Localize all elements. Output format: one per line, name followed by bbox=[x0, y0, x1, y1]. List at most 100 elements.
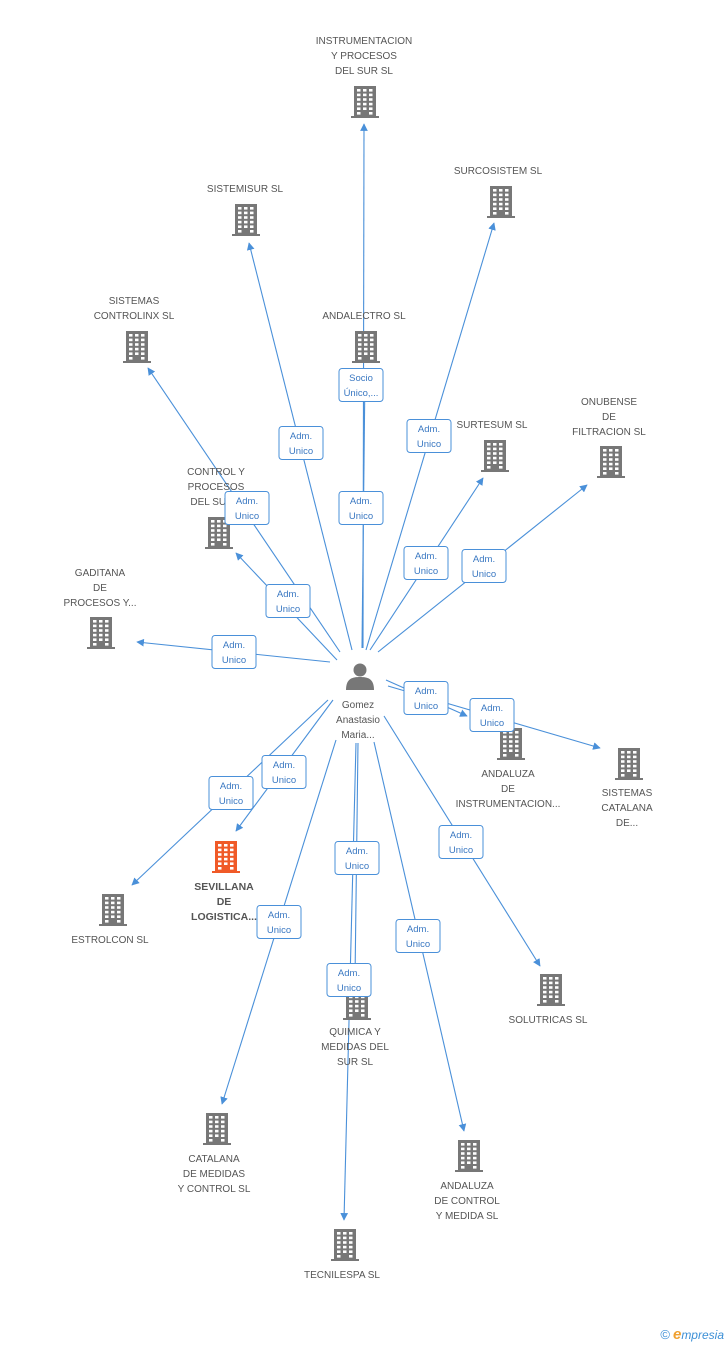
building-window bbox=[555, 981, 559, 985]
building-base bbox=[205, 547, 233, 549]
edge-label-instrumentacion-procesos-sur[interactable]: Adm.Unico bbox=[338, 491, 384, 525]
building-icon[interactable] bbox=[487, 186, 515, 218]
company-label: DE bbox=[602, 412, 616, 423]
edge-label-gaditana-procesos[interactable]: Adm.Unico bbox=[211, 635, 257, 669]
edge-label-andaluza-control-medida[interactable]: Adm.Unico bbox=[395, 919, 441, 953]
building-window bbox=[357, 107, 361, 110]
edge-label-box bbox=[261, 755, 307, 789]
building-window bbox=[250, 216, 254, 219]
building-icon[interactable] bbox=[455, 1140, 483, 1172]
building-icon[interactable] bbox=[351, 86, 379, 118]
building-icon[interactable] bbox=[497, 728, 525, 760]
building-window bbox=[505, 193, 509, 197]
building-window bbox=[209, 1120, 213, 1124]
building-window bbox=[361, 1009, 365, 1012]
building-base bbox=[597, 476, 625, 478]
edge-label-andaluza-instrumentacion[interactable]: Adm.Unico bbox=[403, 681, 449, 715]
edge-label-quimica-medidas-sur[interactable]: Adm.Unico bbox=[326, 963, 372, 997]
company-node-sistemisur[interactable]: SISTEMISUR SL bbox=[207, 184, 284, 236]
edge-label-box bbox=[395, 919, 441, 953]
company-node-sevillana-logistica[interactable]: SEVILLANADELOGISTICA... bbox=[191, 841, 257, 923]
company-node-andaluza-instrumentacion[interactable]: ANDALUZADEINSTRUMENTACION... bbox=[456, 728, 561, 810]
building-icon[interactable] bbox=[331, 1229, 359, 1261]
edge-label-text: Unico bbox=[272, 775, 296, 786]
building-window bbox=[555, 986, 559, 989]
building-window bbox=[515, 754, 519, 757]
building-window bbox=[215, 1134, 219, 1137]
building-icon[interactable] bbox=[212, 841, 240, 873]
edge-label-box bbox=[406, 419, 452, 453]
edge-label-surtesum[interactable]: Adm.Unico bbox=[403, 546, 449, 580]
building-window bbox=[363, 89, 367, 92]
building-window bbox=[509, 735, 513, 739]
edge-label-andalectro[interactable]: SocioÚnico,... bbox=[338, 368, 384, 402]
building-window bbox=[224, 857, 228, 861]
building-icon[interactable] bbox=[99, 894, 127, 926]
company-node-tecnilespa[interactable]: TECNILESPA SL bbox=[304, 1229, 380, 1281]
building-icon[interactable] bbox=[123, 331, 151, 363]
company-label: DE bbox=[93, 583, 107, 594]
company-node-andalectro[interactable]: ANDALECTRO SL bbox=[322, 311, 406, 363]
building-window bbox=[218, 857, 222, 861]
edge-label-onubense-filtracion[interactable]: Adm.Unico bbox=[461, 549, 507, 583]
building-icon[interactable] bbox=[537, 974, 565, 1006]
building-icon[interactable] bbox=[615, 748, 643, 780]
building-window bbox=[355, 1009, 359, 1012]
company-node-estrolcon[interactable]: ESTROLCON SL bbox=[71, 894, 149, 946]
edge-label-text: Adm. bbox=[236, 496, 258, 507]
edge-label-catalana-medidas-control[interactable]: Adm.Unico bbox=[256, 905, 302, 939]
center-node[interactable]: GomezAnastasioMaria... bbox=[336, 663, 380, 742]
building-window bbox=[370, 347, 374, 351]
building-window bbox=[99, 629, 103, 632]
edge-label-control-procesos-sur[interactable]: Adm.Unico bbox=[265, 584, 311, 618]
building-window bbox=[369, 112, 373, 115]
building-window bbox=[238, 211, 242, 215]
building-window bbox=[499, 466, 503, 469]
building-icon[interactable] bbox=[203, 1113, 231, 1145]
building-icon[interactable] bbox=[597, 446, 625, 478]
company-node-solutricas[interactable]: SOLUTRICAS SL bbox=[509, 974, 588, 1026]
building-window bbox=[633, 769, 637, 772]
edge-label-sistemas-controlinx[interactable]: Adm.Unico bbox=[224, 491, 270, 525]
building-window bbox=[503, 740, 507, 743]
building-icon[interactable] bbox=[352, 331, 380, 363]
edge-label-solutricas[interactable]: Adm.Unico bbox=[438, 825, 484, 859]
edge-label-surcosistem[interactable]: Adm.Unico bbox=[406, 419, 452, 453]
company-node-surtesum[interactable]: SURTESUM SL bbox=[457, 420, 528, 472]
building-window bbox=[105, 915, 109, 918]
building-window bbox=[218, 848, 222, 852]
edge-label-sistemisur[interactable]: Adm.Unico bbox=[278, 426, 324, 460]
company-node-sistemas-catalana[interactable]: SISTEMASCATALANADE... bbox=[601, 748, 653, 829]
edge-label-estrolcon[interactable]: Adm.Unico bbox=[208, 776, 254, 810]
building-window bbox=[221, 1116, 225, 1119]
building-window bbox=[627, 769, 631, 772]
edge-label-tecnilespa[interactable]: Adm.Unico bbox=[334, 841, 380, 875]
building-icon[interactable] bbox=[481, 440, 509, 472]
building-window bbox=[487, 447, 491, 451]
building-window bbox=[369, 102, 373, 106]
company-node-surcosistem[interactable]: SURCOSISTEM SL bbox=[454, 166, 543, 218]
building-window bbox=[93, 638, 97, 641]
company-label: ESTROLCON SL bbox=[71, 935, 149, 946]
building-window bbox=[349, 1236, 353, 1240]
building-window bbox=[111, 897, 115, 900]
building-window bbox=[343, 1241, 347, 1244]
building-base bbox=[615, 778, 643, 780]
building-icon[interactable] bbox=[87, 617, 115, 649]
building-window bbox=[141, 343, 145, 346]
building-icon[interactable] bbox=[232, 204, 260, 236]
edge-label-sevillana-logistica[interactable]: Adm.Unico bbox=[261, 755, 307, 789]
building-base bbox=[352, 361, 380, 363]
building-window bbox=[627, 755, 631, 759]
building-window bbox=[135, 343, 139, 346]
company-label: DE bbox=[217, 896, 232, 908]
edge-label-sistemas-catalana[interactable]: Adm.Unico bbox=[469, 698, 515, 732]
